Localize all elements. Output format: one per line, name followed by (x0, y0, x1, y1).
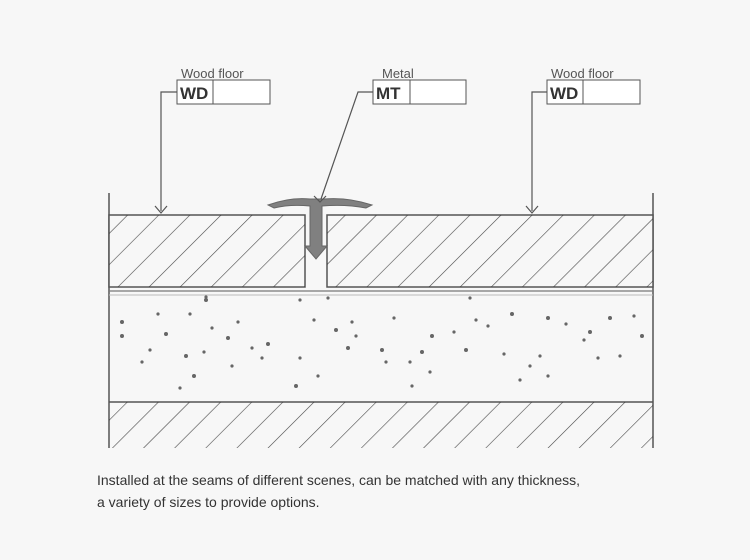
label-name: Metal (382, 66, 414, 81)
aggregate-dot (210, 326, 214, 330)
aggregate-dot (188, 312, 192, 316)
concrete-layer-dots (120, 295, 644, 390)
base-slab (109, 401, 653, 448)
caption: Installed at the seams of different scen… (97, 469, 737, 513)
aggregate-dot (538, 354, 542, 358)
label-wood-floor-right: Wood floor WD (546, 66, 641, 105)
aggregate-dot (486, 324, 490, 328)
aggregate-dot (192, 374, 196, 378)
aggregate-dot (164, 332, 168, 336)
label-metal: Metal MT (372, 66, 467, 105)
aggregate-dot (380, 348, 384, 352)
aggregate-dot (582, 338, 586, 342)
aggregate-dot (452, 330, 456, 334)
aggregate-dot (408, 360, 412, 364)
aggregate-dot (428, 370, 432, 374)
label-name: Wood floor (181, 66, 244, 81)
aggregate-dot (204, 295, 208, 299)
aggregate-dot (230, 364, 234, 368)
aggregate-dot (120, 334, 124, 338)
aggregate-dot (464, 348, 468, 352)
aggregate-dot (546, 374, 550, 378)
aggregate-dot (312, 318, 316, 322)
aggregate-dot (334, 328, 338, 332)
label-code: WD (550, 84, 578, 103)
aggregate-dot (528, 364, 532, 368)
aggregate-dot (298, 356, 302, 360)
aggregate-dot (140, 360, 144, 364)
aggregate-dot (316, 374, 320, 378)
aggregate-dot (420, 350, 424, 354)
label-code: WD (180, 84, 208, 103)
label-wood-floor-left: Wood floor WD (176, 66, 271, 105)
aggregate-dot (148, 348, 152, 352)
aggregate-dot (354, 334, 358, 338)
aggregate-dot (392, 316, 396, 320)
metal-t-profile (266, 198, 374, 260)
aggregate-dot (608, 316, 612, 320)
caption-line-2: a variety of sizes to provide options. (97, 494, 320, 510)
aggregate-dot (326, 296, 330, 300)
wood-floor-left (108, 214, 306, 288)
caption-line-1: Installed at the seams of different scen… (97, 472, 581, 488)
aggregate-dot (184, 354, 188, 358)
aggregate-dot (430, 334, 434, 338)
aggregate-dot (350, 320, 354, 324)
aggregate-dot (204, 298, 208, 302)
aggregate-dot (250, 346, 254, 350)
aggregate-dot (236, 320, 240, 324)
aggregate-dot (474, 318, 478, 322)
aggregate-dot (384, 360, 388, 364)
aggregate-dot (226, 336, 230, 340)
aggregate-dot (632, 314, 636, 318)
aggregate-dot (546, 316, 550, 320)
aggregate-dot (298, 298, 302, 302)
label-code: MT (376, 84, 401, 103)
aggregate-dot (120, 320, 124, 324)
aggregate-dot (564, 322, 568, 326)
aggregate-dot (294, 384, 298, 388)
aggregate-dot (510, 312, 514, 316)
aggregate-dot (618, 354, 622, 358)
aggregate-dot (518, 378, 522, 382)
aggregate-dot (468, 296, 472, 300)
aggregate-dot (260, 356, 264, 360)
aggregate-dot (346, 346, 350, 350)
aggregate-dot (156, 312, 160, 316)
label-name: Wood floor (551, 66, 614, 81)
aggregate-dot (588, 330, 592, 334)
aggregate-dot (640, 334, 644, 338)
aggregate-dot (202, 350, 206, 354)
aggregate-dot (596, 356, 600, 360)
leader-lines (154, 91, 547, 214)
aggregate-dot (410, 384, 414, 388)
aggregate-dot (178, 386, 182, 390)
wood-floor-right (326, 214, 654, 288)
aggregate-dot (502, 352, 506, 356)
aggregate-dot (266, 342, 270, 346)
